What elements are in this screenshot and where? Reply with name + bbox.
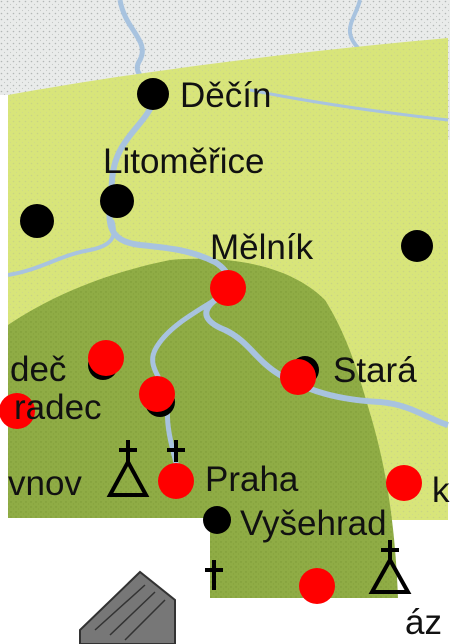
label-dec: deč <box>10 350 67 389</box>
town-dot-east <box>401 230 433 262</box>
river-branch-left <box>7 219 116 277</box>
blank-area-bottom-right <box>398 598 450 644</box>
red-marker <box>0 393 35 429</box>
town-dot-west <box>20 204 54 238</box>
blank-area-left-strip <box>0 95 8 518</box>
red-marker <box>280 359 316 395</box>
monastery-icon <box>167 440 185 462</box>
building-roof-lines <box>94 584 166 641</box>
label-litomerice: Litoměřice <box>103 142 265 181</box>
label-melnik: Mělník <box>210 228 314 267</box>
red-marker <box>88 340 124 376</box>
monastery-icon <box>368 540 412 594</box>
town-dot-litomerice <box>100 184 134 218</box>
label-stara: Stará <box>333 351 417 390</box>
monastery-icon <box>205 560 223 590</box>
red-marker <box>158 463 194 499</box>
label-vysehrad: Vyšehrad <box>240 504 387 543</box>
label-praha: Praha <box>205 460 299 499</box>
monastery-icon <box>106 440 150 497</box>
building-roof-icon <box>79 570 176 644</box>
label-k: k <box>432 471 450 510</box>
label-radec: radec <box>14 388 102 427</box>
red-marker <box>210 270 246 306</box>
red-marker <box>139 376 175 412</box>
red-marker <box>299 568 335 604</box>
river-branch-right <box>249 88 449 122</box>
label-vnov: vnov <box>8 464 82 503</box>
label-decin: Děčín <box>180 76 272 115</box>
town-dot-decin <box>137 78 169 110</box>
red-marker <box>386 465 422 501</box>
town-dot-vysehrad <box>203 506 231 534</box>
label-az: áz <box>405 603 442 642</box>
